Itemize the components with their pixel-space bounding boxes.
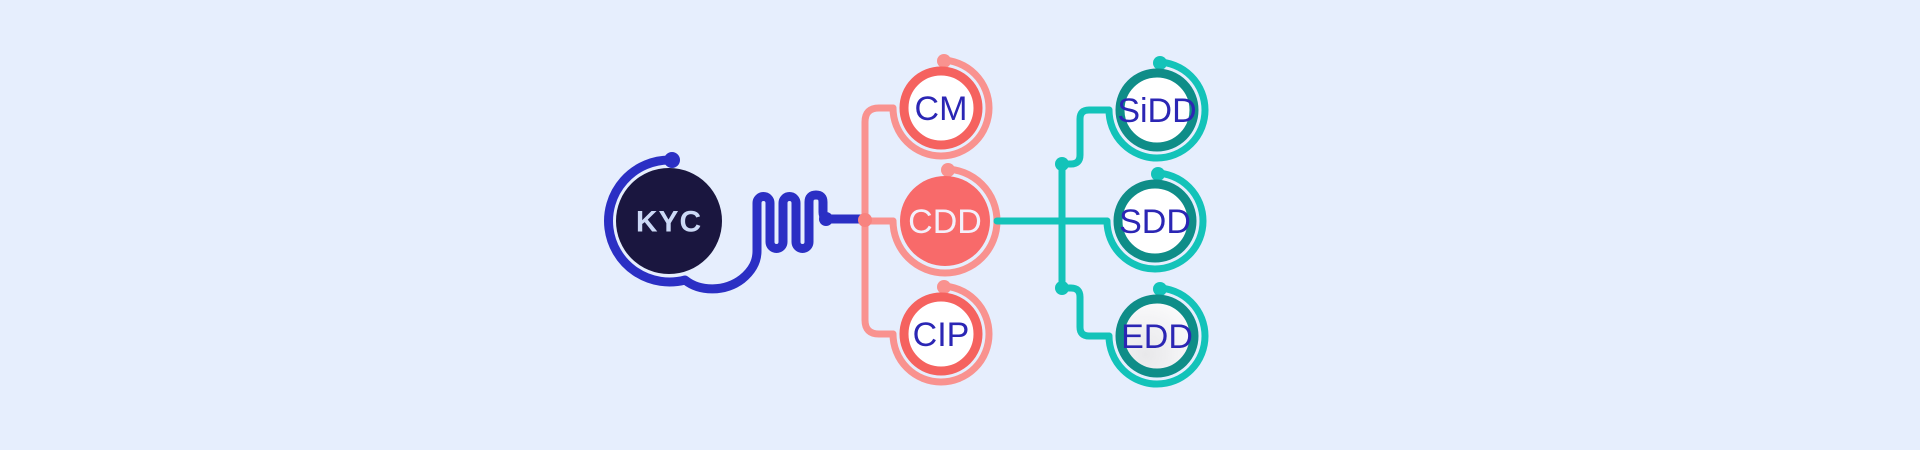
cm-label: CM (915, 90, 968, 128)
edd-circle (1115, 294, 1199, 378)
node-sidd: SiDD (1115, 68, 1199, 152)
sdd-orbit-arc (1103, 169, 1207, 273)
cm-orbit-arc (889, 56, 993, 160)
edd-orbit-dot (1153, 282, 1167, 296)
edd-label: EDD (1121, 318, 1193, 356)
cdd-circle (900, 176, 990, 266)
cip-label: CIP (913, 316, 970, 354)
sdd-label: SDD (1119, 203, 1191, 241)
cm-orbit-dot (937, 54, 951, 68)
sdd-orbit-dot (1151, 167, 1165, 181)
rail-top-dot (1055, 157, 1069, 171)
node-cm: CM (899, 66, 983, 150)
node-kyc: KYC (616, 168, 722, 274)
node-cip: CIP (899, 292, 983, 376)
edd-orbit-arc (1105, 284, 1209, 388)
node-cdd: CDD (900, 176, 990, 266)
cdd-label: CDD (908, 203, 982, 241)
rail-bottom-dot (1055, 281, 1069, 295)
kyc-label: KYC (636, 206, 702, 239)
node-edd: EDD (1115, 294, 1199, 378)
kyc-line-dot (819, 212, 833, 226)
cip-circle (899, 292, 983, 376)
sidd-orbit-dot (1153, 56, 1167, 70)
edd-step-connector (1058, 284, 1113, 340)
sidd-circle (1115, 68, 1199, 152)
node-sdd: SDD (1113, 179, 1197, 263)
sdd-circle (1113, 179, 1197, 263)
cdd-orbit-arc (889, 165, 1001, 277)
kyc-ring-end-dot (664, 152, 680, 168)
cm-circle (899, 66, 983, 150)
kyc-circle (616, 168, 722, 274)
cip-orbit-dot (937, 280, 951, 294)
kyc-bracket-junction-dot (858, 213, 872, 227)
sidd-label: SiDD (1117, 92, 1196, 130)
sidd-step-connector (1058, 106, 1113, 168)
kyc-ring-and-squiggle-connector (604, 155, 867, 294)
cdd-orbit-dot (941, 163, 955, 177)
sidd-orbit-arc (1105, 58, 1209, 162)
cip-orbit-arc (889, 282, 993, 386)
